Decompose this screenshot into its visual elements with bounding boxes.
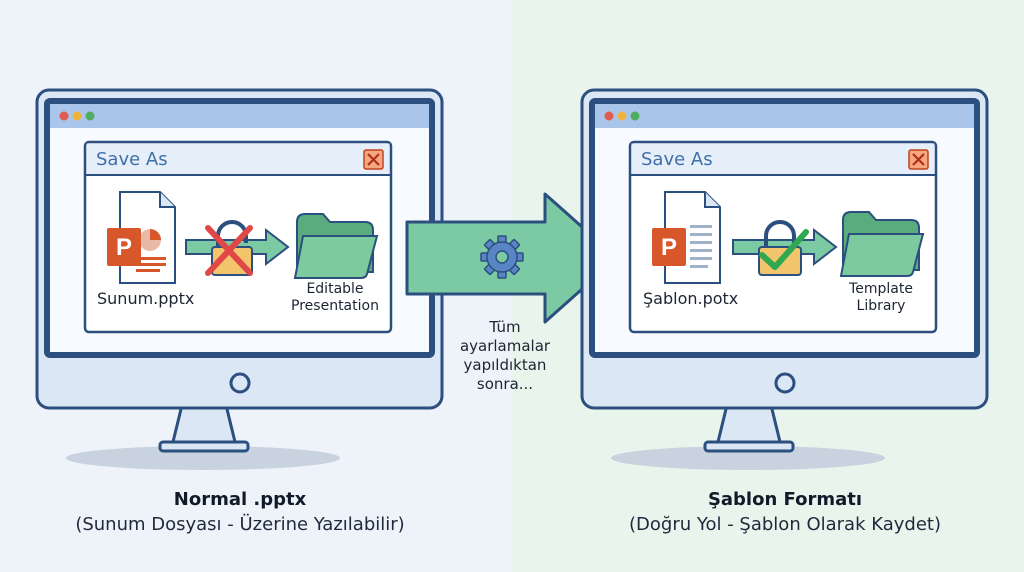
red-cross-icon [205,225,253,276]
process-note: Tüm ayarlamalar yapıldıktan sonra... [440,318,570,394]
potx-file-icon: P [652,191,721,284]
left-target-line1: Editable [306,281,364,297]
right-target-line2: Library [856,298,906,314]
left-monitor [35,88,444,472]
process-note-line1: Tüm [489,318,521,336]
green-checkmark-icon [759,229,809,270]
template-folder-icon [840,211,924,277]
right-monitor [580,88,989,472]
right-target-line1: Template [849,281,913,297]
right-dialog-title: Save As [641,149,713,170]
pptx-file-icon: P [107,191,176,284]
gear-icon [480,235,524,279]
svg-text:P: P [116,234,132,261]
right-heading: Şablon Formatı [707,489,863,510]
left-target-label: Editable Presentation [270,281,400,315]
left-file-name: Sunum.pptx [97,289,195,308]
left-target-line2: Presentation [291,298,379,314]
right-file-name: Şablon.potx [643,289,739,308]
editable-folder-icon [294,213,378,279]
process-note-line4: sonra... [476,375,534,393]
process-note-line3: yapıldıktan [463,356,547,374]
left-heading: Normal .pptx [173,489,307,510]
left-dialog-title: Save As [96,149,168,170]
right-subheading: (Doğru Yol - Şablon Olarak Kaydet) [629,514,941,535]
svg-text:P: P [661,234,677,261]
left-subheading: (Sunum Dosyası - Üzerine Yazılabilir) [75,514,405,535]
process-note-line2: ayarlamalar [459,337,551,355]
right-target-label: Template Library [816,281,946,315]
